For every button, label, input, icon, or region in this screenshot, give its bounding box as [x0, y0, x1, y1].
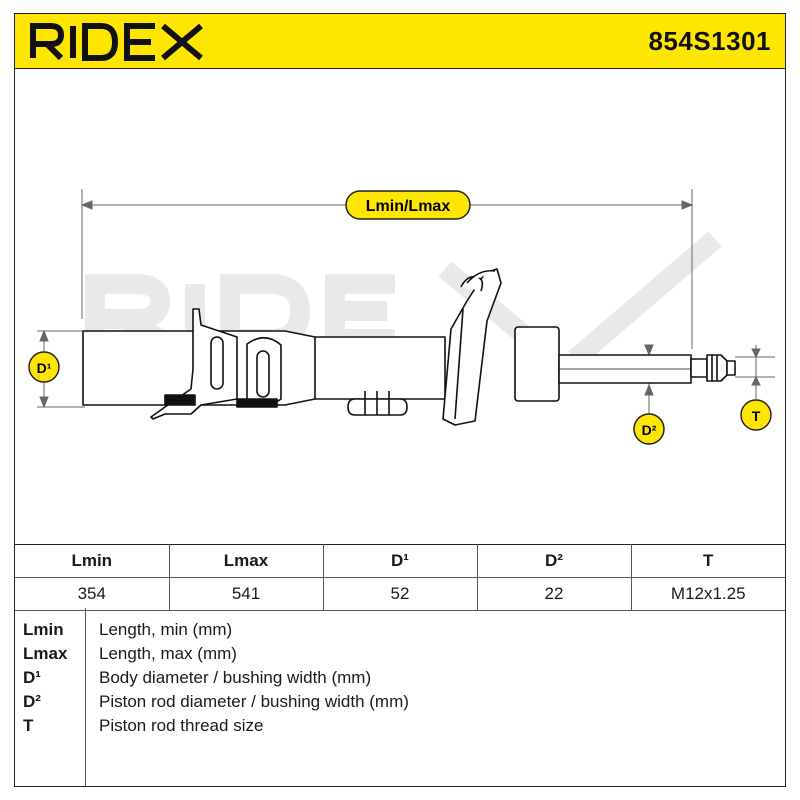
spec-value-d1: 52 — [322, 577, 478, 611]
ridex-logo — [30, 23, 203, 61]
spec-header-d2: D² — [476, 544, 632, 578]
spec-header-lmax: Lmax — [168, 544, 324, 578]
shock-absorber — [82, 268, 736, 426]
spec-value-row: 354 541 52 22 M12x1.25 — [15, 577, 785, 611]
length-label: Lmin/Lmax — [366, 198, 451, 215]
legend-key: D¹ — [23, 668, 41, 687]
spec-value-lmax: 541 — [168, 577, 324, 611]
t-dimension — [735, 345, 775, 399]
t-label: T — [752, 408, 761, 424]
legend-divider — [85, 608, 86, 786]
legend-key: Lmax — [23, 644, 68, 663]
part-number: 854S1301 — [648, 26, 771, 56]
legend-item: Lmin Length, min (mm) — [15, 620, 785, 644]
legend-desc: Length, max (mm) — [99, 644, 237, 663]
legend-desc: Body diameter / bushing width (mm) — [99, 668, 372, 687]
d1-label-badge — [28, 351, 60, 383]
legend-item: D² Piston rod diameter / bushing width (… — [15, 692, 785, 716]
legend-item: T Piston rod thread size — [15, 716, 785, 740]
spec-header-row: Lmin Lmax D¹ D² T — [15, 544, 785, 578]
t-label-badge — [740, 399, 772, 431]
d2-label-badge — [633, 413, 665, 445]
product-sheet: 854S1301 Lmin/Lmax D¹ — [14, 13, 786, 787]
d1-label: D¹ — [37, 360, 52, 376]
d2-label: D² — [642, 422, 657, 438]
legend: Lmin Length, min (mm) Lmax Length, max (… — [15, 608, 785, 786]
spec-header-t: T — [630, 544, 785, 578]
legend-item: D¹ Body diameter / bushing width (mm) — [15, 668, 785, 692]
legend-desc: Piston rod thread size — [99, 716, 264, 735]
legend-key: T — [23, 716, 34, 735]
header-bar: 854S1301 — [15, 14, 785, 69]
legend-key: D² — [23, 692, 41, 711]
length-label-badge — [345, 190, 471, 220]
legend-desc: Length, min (mm) — [99, 620, 233, 639]
spec-value-t: M12x1.25 — [630, 577, 785, 611]
spec-value-lmin: 354 — [15, 577, 170, 611]
legend-key: Lmin — [23, 620, 64, 639]
shock-absorber-diagram: Lmin/Lmax D¹ D² T — [28, 189, 775, 445]
spec-header-d1: D¹ — [322, 544, 478, 578]
spec-header-lmin: Lmin — [15, 544, 170, 578]
legend-item: Lmax Length, max (mm) — [15, 644, 785, 668]
spec-value-d2: 22 — [476, 577, 632, 611]
legend-desc: Piston rod diameter / bushing width (mm) — [99, 692, 409, 711]
spec-table: Lmin Lmax D¹ D² T 354 541 52 22 M12x1.25 — [15, 544, 785, 611]
